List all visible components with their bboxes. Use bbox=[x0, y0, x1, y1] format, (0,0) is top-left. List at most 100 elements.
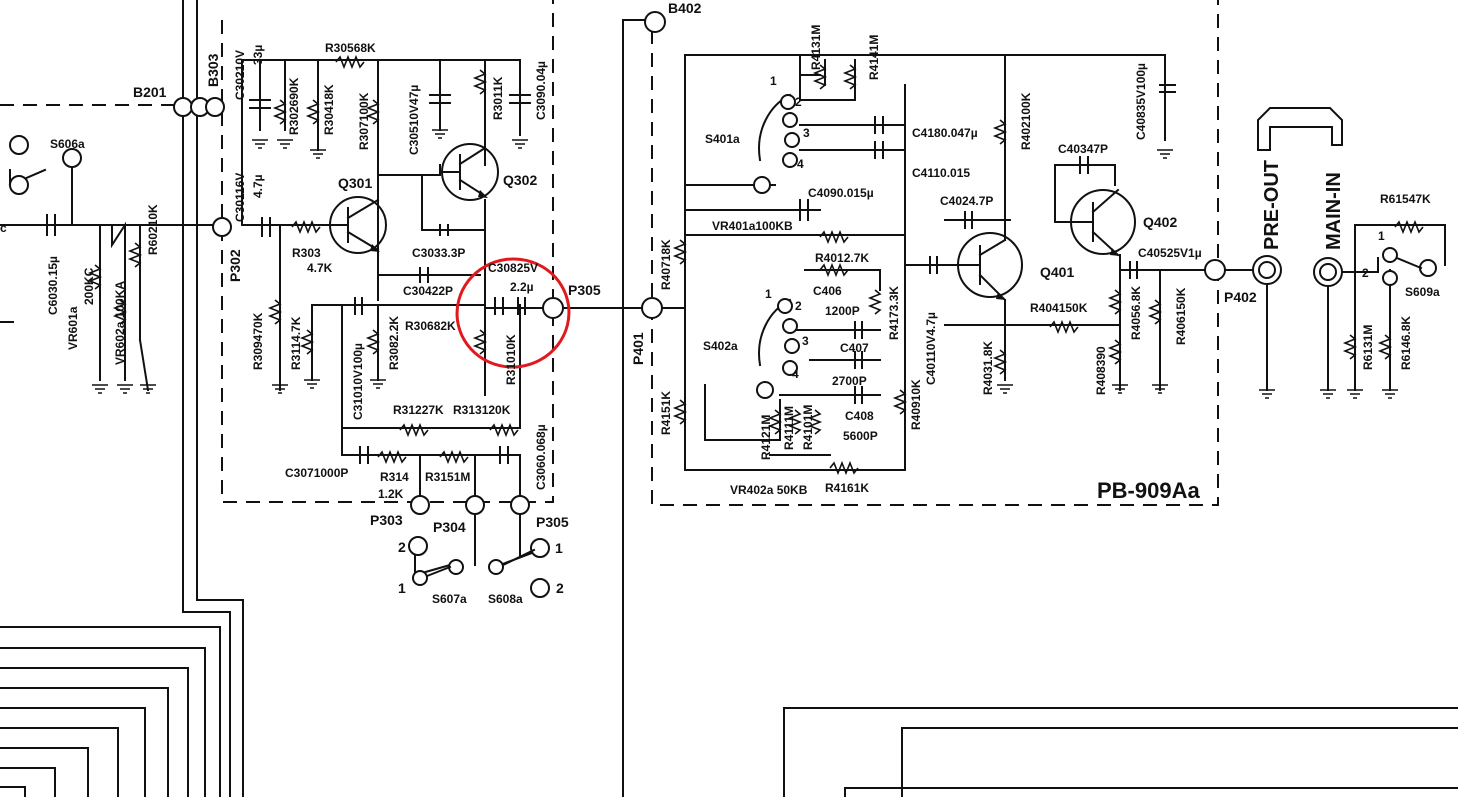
label-vr402: VR402a 50KB bbox=[730, 483, 808, 497]
label-c402: C4024.7P bbox=[940, 194, 993, 208]
pos-2-s402: 2 bbox=[795, 299, 802, 313]
label-q402: Q402 bbox=[1143, 214, 1177, 230]
label-c405: C40525V1µ bbox=[1138, 246, 1202, 260]
label-b402: B402 bbox=[668, 0, 702, 16]
label-c4xx-value: 5600P bbox=[843, 429, 878, 443]
node-p401 bbox=[641, 297, 663, 319]
pos-1-s402: 1 bbox=[765, 287, 772, 301]
pos-4-s401: 4 bbox=[797, 157, 804, 171]
label-c406-value: 1200P bbox=[825, 304, 860, 318]
input-section bbox=[0, 135, 216, 394]
label-c403: C40347P bbox=[1058, 142, 1108, 156]
label-r403: R4031.8K bbox=[981, 341, 995, 395]
pos-1-s609: 1 bbox=[1378, 229, 1385, 243]
board-label: PB-909Aa bbox=[1097, 478, 1200, 503]
label-p402: P402 bbox=[1224, 289, 1257, 305]
label-r315: R3151M bbox=[425, 470, 470, 484]
label-s402a: S402a bbox=[703, 339, 738, 353]
label-c308: C30825V bbox=[488, 261, 538, 275]
label-b201: B201 bbox=[133, 84, 167, 100]
pos-3-s401: 3 bbox=[803, 126, 810, 140]
label-c409: C4090.015µ bbox=[808, 186, 874, 200]
label-r406: R406150K bbox=[1174, 287, 1188, 345]
label-s401a: S401a bbox=[705, 132, 740, 146]
label-c305: C30510V47µ bbox=[407, 85, 421, 155]
jack-pre-out[interactable] bbox=[1224, 255, 1282, 399]
label-r405: R4056.8K bbox=[1129, 286, 1143, 340]
label-r301: R3011K bbox=[491, 76, 505, 120]
label-c603: C6030.15µ bbox=[46, 256, 60, 315]
label-r303: R303 bbox=[292, 246, 321, 260]
label-b303: B303 bbox=[205, 53, 221, 87]
label-r305: R30568K bbox=[325, 41, 376, 55]
label-r410: R4101M bbox=[801, 405, 815, 450]
pos-3-s402: 3 bbox=[802, 334, 809, 348]
label-p302: P302 bbox=[227, 249, 243, 282]
pos-2-s608: 2 bbox=[556, 580, 564, 596]
label-r601: R60210K bbox=[146, 204, 160, 255]
label-r312: R31227K bbox=[393, 403, 444, 417]
label-c310: C31010V100µ bbox=[351, 343, 365, 420]
label-r414: R4141M bbox=[867, 35, 881, 80]
selector-switches bbox=[408, 495, 550, 598]
node-b402 bbox=[644, 11, 666, 33]
bus-lines bbox=[0, 0, 646, 797]
label-p401: P401 bbox=[630, 332, 646, 365]
node-p305 bbox=[542, 297, 564, 319]
label-s609a: S609a bbox=[1405, 285, 1440, 299]
transistor-q402 bbox=[1054, 188, 1136, 257]
label-r412: R4121M bbox=[759, 415, 773, 460]
label-c304: C30422P bbox=[403, 284, 453, 298]
label-c407: C407 bbox=[840, 341, 869, 355]
label-r313: R313120K bbox=[453, 403, 511, 417]
label-vr401: VR401a100KB bbox=[712, 219, 793, 233]
label-s607a: S607a bbox=[432, 592, 467, 606]
label-c410: C40110V4.7µ bbox=[924, 312, 938, 385]
label-s606a: S606a bbox=[50, 137, 85, 151]
label-r615: R61547K bbox=[1380, 192, 1431, 206]
label-c407-value: 2700P bbox=[832, 374, 867, 388]
label-c301-value: 4.7µ bbox=[251, 174, 265, 198]
transistor-q302 bbox=[439, 143, 499, 201]
label-r303-value: 4.7K bbox=[307, 261, 333, 275]
pos-4-s402: 4 bbox=[792, 367, 799, 381]
label-r401: R4012.7K bbox=[815, 251, 869, 265]
label-r310: R31010K bbox=[504, 334, 518, 385]
label-r311: R3114.7K bbox=[289, 316, 303, 370]
label-vr601-value: 200KC bbox=[82, 267, 96, 305]
label-vr601: VR601a bbox=[66, 306, 80, 350]
transistor-q301 bbox=[319, 196, 387, 254]
label-q302: Q302 bbox=[503, 172, 537, 188]
bracket-shape bbox=[1257, 107, 1343, 151]
label-r613: R6131M bbox=[1361, 325, 1375, 370]
label-c418: C4180.047µ bbox=[912, 126, 978, 140]
label-r404: R404150K bbox=[1030, 301, 1088, 315]
label-r614: R6146.8K bbox=[1399, 316, 1413, 370]
label-r413: R4131M bbox=[809, 25, 823, 70]
label-r409: R40910K bbox=[909, 379, 923, 430]
label-edge-c: c bbox=[0, 221, 7, 235]
label-c4xx: C408 bbox=[845, 409, 874, 423]
highlight-circle bbox=[455, 257, 571, 369]
node-p402 bbox=[1204, 259, 1226, 281]
jack-label-pre-out: PRE-OUT bbox=[1261, 160, 1283, 250]
label-q401: Q401 bbox=[1040, 264, 1074, 280]
jack-label-main-in: MAIN-IN bbox=[1323, 172, 1345, 250]
label-r416: R4161K bbox=[825, 481, 869, 495]
switch-s401a bbox=[753, 93, 800, 194]
label-r314: R314 bbox=[380, 470, 409, 484]
label-r402: R402100K bbox=[1019, 92, 1033, 150]
labels: B201 B303 B402 P302 P303 P304 P305 P305 … bbox=[0, 0, 1440, 606]
label-r307: R307100K bbox=[357, 92, 371, 150]
board-outline-pb-300 bbox=[221, 0, 554, 503]
label-c303: C3033.3P bbox=[412, 246, 465, 260]
jack-main-in[interactable] bbox=[1313, 257, 1379, 399]
label-p305: P305 bbox=[568, 282, 601, 298]
pos-1-s607: 1 bbox=[398, 580, 406, 596]
transistor-q401 bbox=[957, 232, 1023, 302]
label-c308-value: 2.2µ bbox=[510, 280, 534, 294]
pos-2-s401: 2 bbox=[795, 95, 802, 109]
label-c302: C30210V bbox=[233, 50, 247, 100]
label-r407: R40718K bbox=[659, 239, 673, 290]
